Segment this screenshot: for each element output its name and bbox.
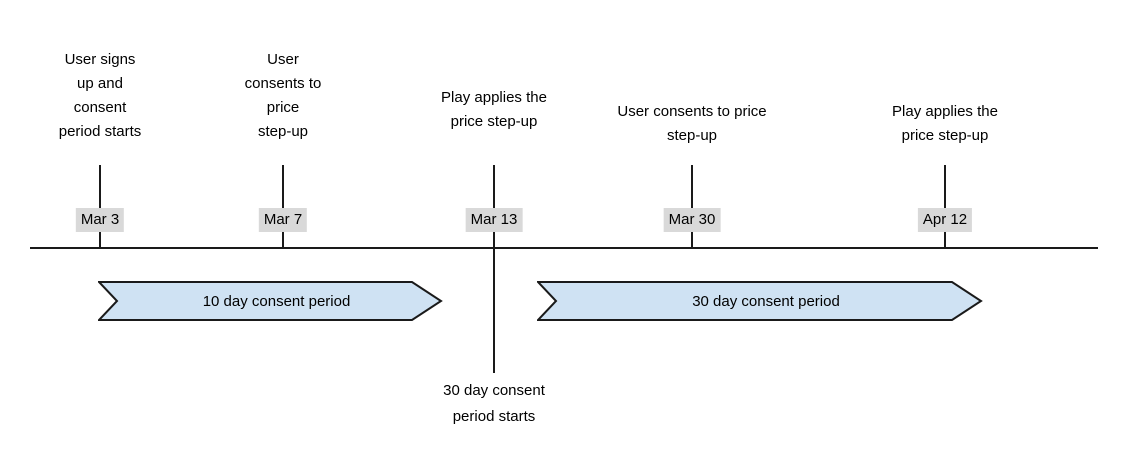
event-label: Play applies the price step-up (892, 103, 998, 144)
event-label: Play applies the price step-up (441, 89, 547, 130)
period-label: 10 day consent period (202, 292, 351, 310)
event-date-badge: Mar 7 (258, 208, 308, 232)
event-label: User signs up and consent period starts (58, 51, 142, 140)
period-ribbon-10-day: 10 day consent period (98, 281, 443, 321)
period-ribbon-30-day: 30 day consent period (537, 281, 983, 321)
event-note-below: 30 day consent period starts (443, 382, 545, 425)
event-tick (282, 165, 284, 249)
event-tick (99, 165, 101, 249)
event-tick (944, 165, 946, 249)
event-date-badge: Apr 12 (917, 208, 973, 232)
event-date-badge: Mar 13 (465, 208, 523, 232)
event-date-badge: Mar 30 (663, 208, 721, 232)
event-date-badge: Mar 3 (75, 208, 125, 232)
event-label: User consents to price step-up (617, 103, 767, 144)
chevron-ribbon-shape (537, 281, 983, 321)
event-tick-extended (493, 165, 495, 373)
period-label: 30 day consent period (692, 292, 840, 310)
event-tick (691, 165, 693, 249)
event-label: User consents to price step-up (244, 51, 322, 140)
timeline-axis (30, 247, 1098, 249)
chevron-ribbon-shape (98, 281, 443, 321)
